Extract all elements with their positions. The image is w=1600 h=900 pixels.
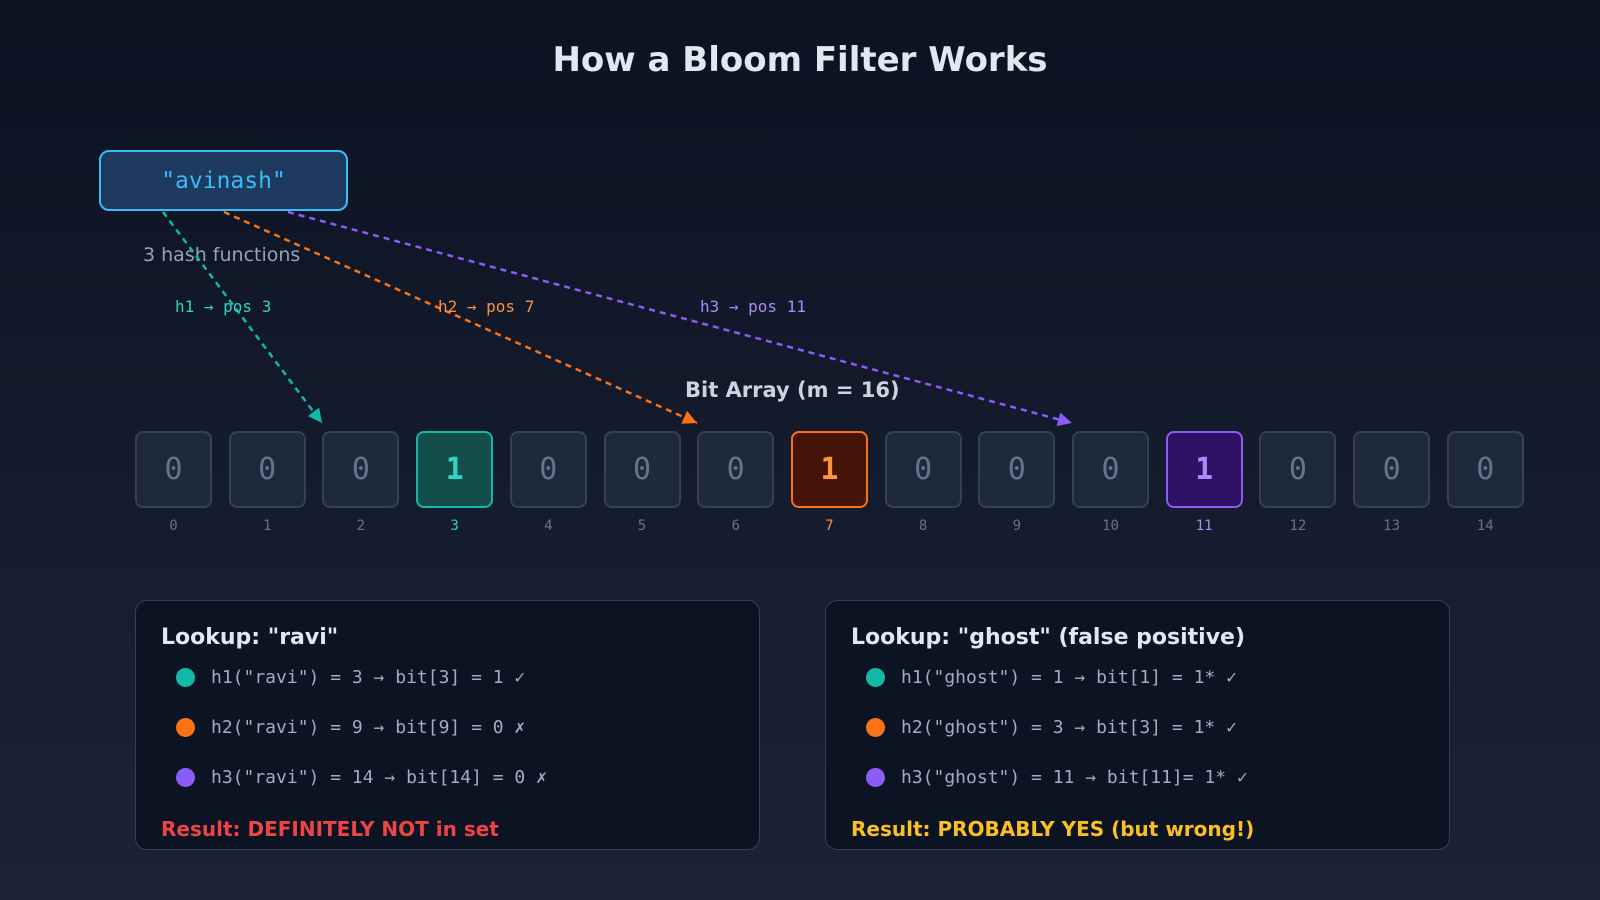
lookup-panel-ghost: Lookup: "ghost" (false positive) h1("gho…: [825, 600, 1450, 850]
lookup-step-h2: h2("ghost") = 3 → bit[3] = 1* ✓: [866, 715, 1237, 739]
bit-index-14: 14: [1476, 518, 1494, 534]
bit-index-1: 1: [262, 518, 272, 534]
bit-cell-12: 0: [1259, 431, 1337, 508]
lookup-step-text: h2("ghost") = 3 → bit[3] = 1* ✓: [901, 716, 1237, 738]
lookup-step-h1: h1("ravi") = 3 → bit[3] = 1 ✓: [176, 665, 525, 689]
hash-dot-h1: [176, 667, 195, 687]
bit-index-3: 3: [450, 518, 459, 534]
hash-dot-h3: [176, 767, 195, 787]
bit-cell-10: 0: [1072, 431, 1149, 508]
arrowhead-h2: [681, 410, 697, 424]
lookup-result: Result: PROBABLY YES (but wrong!): [851, 817, 1255, 841]
bit-index-11: 11: [1195, 518, 1213, 534]
bit-cell-7: 1: [790, 431, 868, 508]
bit-cell-9: 0: [978, 431, 1056, 508]
bit-index-12: 12: [1289, 518, 1307, 534]
lookup-step-text: h3("ravi") = 14 → bit[14] = 0 ✗: [211, 766, 547, 788]
bit-index-4: 4: [544, 518, 553, 534]
lookup-step-text: h2("ravi") = 9 → bit[9] = 0 ✗: [211, 716, 526, 738]
page-title: How a Bloom Filter Works: [552, 40, 1048, 80]
lookup-panel-ravi: Lookup: "ravi" h1("ravi") = 3 → bit[3] =…: [135, 600, 760, 850]
lookup-step-h3: h3("ghost") = 11 → bit[11]= 1* ✓: [866, 765, 1248, 789]
hash-dot-h2: [176, 717, 195, 737]
lookup-result: Result: DEFINITELY NOT in set: [161, 817, 499, 841]
bit-index-13: 13: [1383, 518, 1401, 534]
input-key-box: "avinash": [99, 150, 348, 211]
bit-cell-1: 0: [228, 431, 306, 508]
bit-index-2: 2: [356, 518, 366, 534]
lookup-step-text: h1("ravi") = 3 → bit[3] = 1 ✓: [211, 666, 526, 688]
bit-cell-4: 0: [509, 431, 587, 508]
lookup-step-h3: h3("ravi") = 14 → bit[14] = 0 ✗: [176, 765, 547, 789]
hash-label-h3: h3 → pos 11: [700, 297, 806, 316]
bit-cell-3: 1: [416, 431, 494, 508]
lookup-step-h1: h1("ghost") = 1 → bit[1] = 1* ✓: [866, 665, 1237, 689]
arrowhead-h3: [1056, 412, 1072, 427]
lookup-step-text: h3("ghost") = 11 → bit[11]= 1* ✓: [901, 766, 1248, 788]
bit-cell-11: 1: [1165, 431, 1243, 508]
hash-dot-h2: [866, 717, 885, 737]
bit-cell-5: 0: [603, 431, 681, 508]
lookup-step-text: h1("ghost") = 1 → bit[1] = 1* ✓: [901, 666, 1237, 688]
bit-array-title: Bit Array (m = 16): [685, 378, 900, 402]
hash-count-label: 3 hash functions: [143, 244, 301, 266]
bit-index-6: 6: [731, 518, 740, 534]
lookup-title: Lookup: "ravi": [161, 625, 339, 650]
hash-arrow-h2: [223, 210, 698, 425]
bit-index-10: 10: [1102, 518, 1119, 534]
lookup-step-h2: h2("ravi") = 9 → bit[9] = 0 ✗: [176, 715, 525, 739]
lookup-title: Lookup: "ghost" (false positive): [851, 625, 1246, 650]
bit-index-0: 0: [169, 518, 178, 534]
hash-arrow-h3: [287, 210, 1073, 425]
hash-arrow-h1: [162, 211, 323, 424]
bit-index-8: 8: [918, 518, 928, 534]
hash-label-h2: h2 → pos 7: [438, 297, 535, 316]
bit-cell-13: 0: [1353, 431, 1431, 508]
bit-cell-2: 0: [322, 431, 400, 508]
bit-cell-14: 0: [1446, 431, 1524, 508]
bit-index-5: 5: [637, 518, 647, 534]
bit-cell-8: 0: [884, 431, 962, 508]
hash-dot-h3: [866, 767, 885, 787]
bit-index-9: 9: [1012, 518, 1022, 534]
input-key-text: "avinash": [161, 167, 286, 194]
bit-index-7: 7: [825, 518, 834, 534]
bit-cell-6: 0: [697, 431, 775, 508]
arrowhead-h1: [307, 407, 322, 423]
bit-cell-0: 0: [135, 431, 212, 508]
hash-label-h1: h1 → pos 3: [175, 297, 272, 316]
hash-dot-h1: [866, 667, 885, 687]
